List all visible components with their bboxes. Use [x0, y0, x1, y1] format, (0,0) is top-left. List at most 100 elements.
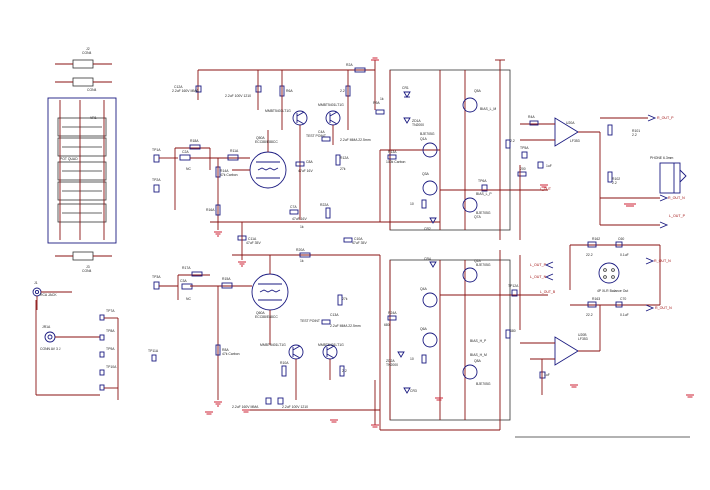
q1a-name: BJE705G — [420, 132, 435, 136]
r17a-ref: R17A — [182, 266, 191, 270]
r102-ref: R102 — [612, 177, 620, 181]
j1-name: RCA JACK — [40, 293, 57, 297]
test-point-top: TEST POINT — [306, 134, 326, 138]
c10a-ref: C10A — [354, 237, 363, 241]
mmbt-transistors: MMBT5401LT1G MMBT5401LT1G MMBT5401LT1G M… — [260, 103, 344, 400]
j3-name: CON4 — [82, 269, 92, 273]
cr2-ref: CR2 — [424, 227, 431, 231]
r25a-val: 10 — [410, 357, 414, 361]
pot-name: POT QUAD — [60, 157, 78, 161]
r6a-ref: R6A — [286, 89, 293, 93]
c12a-ref: C12A — [174, 85, 183, 89]
zd2a-val: TN2000 — [386, 363, 398, 367]
tp11-label: TP11A — [148, 349, 159, 353]
r14a-val: 27k — [342, 297, 348, 301]
pot-ref: VR1 — [90, 116, 97, 120]
c60-ref: C60 — [618, 237, 624, 241]
tube-q50a: Q50A ECC88/E88CC — [232, 130, 287, 189]
r-out-n-label: R_OUT_N — [668, 196, 685, 200]
tp3-label: TP3A — [152, 275, 161, 279]
r101-ref: R101 — [632, 129, 640, 133]
q60a-ref: Q60A — [256, 311, 265, 315]
input-stage-top: TP1A TP2A R18A C2A NC R11A R14A 47k Carb… — [152, 139, 261, 267]
opamp-u20a: U20A LF353 R4A 1uF — [519, 115, 601, 240]
r26a-val: 10 — [410, 202, 414, 206]
r18a-ref: R18A — [190, 139, 199, 143]
c70-val: 0.1uF — [620, 313, 629, 317]
c9a-val: 2.2uF 160V MMA — [232, 405, 259, 409]
tp8-label: TP8A — [106, 329, 115, 333]
tp6-label: TP6A — [478, 179, 487, 183]
bias-lp-label: BIAS_L_P — [476, 192, 492, 196]
c70-ref: C70 — [620, 297, 626, 301]
tube-q60a: Q60A ECC88/E88CC — [251, 255, 289, 345]
bias-lm-label: BIAS_L_M — [480, 107, 496, 111]
c2a-ref: C2A — [182, 150, 189, 154]
xlr-connector: R162 C60 0.1uF 22.2 4P XLR Balance Out R… — [530, 237, 672, 317]
phone-jack-label: PHONE 6.3mm — [650, 156, 674, 160]
nc-bottom: NC — [186, 297, 191, 301]
jr1-name: CONN AV 3 J — [40, 347, 61, 351]
zd1a-val: TN2000 — [412, 123, 424, 127]
j1-ref: J1 — [34, 281, 38, 285]
q5a-ref: Q5A — [474, 89, 482, 93]
c12a-val: 2.2uF 160V MMA — [172, 89, 199, 93]
r19a-val: 2.2 — [342, 369, 347, 373]
q2a-name: BJE705G — [476, 263, 491, 267]
r2a-ref: R2A — [346, 63, 353, 67]
mmbt-2: MMBT5401LT1G — [318, 103, 344, 107]
c13a-ref: C13A — [330, 313, 339, 317]
av-jack-jr1: JR1A CONN AV 3 J — [35, 300, 100, 396]
r5a-val: 2.2 — [340, 89, 345, 93]
t1-label: 1k — [300, 225, 304, 229]
pot-quad: VR1 POT QUAD — [47, 97, 117, 244]
c3a-val: 1uF — [544, 373, 550, 377]
ground-symbols — [435, 184, 694, 401]
l-out-p2-label: L_OUT_P — [530, 263, 547, 267]
mmbt-1: MMBT5401LT1G — [265, 109, 291, 113]
j3-ref: J3 — [86, 265, 90, 269]
mmbt-3: MMBT5401LT1G — [260, 343, 286, 347]
q7a-ref: Q7A — [474, 215, 482, 219]
l-out-p-label: L_OUT_P — [669, 214, 686, 218]
c4a-ref: C4A — [318, 130, 325, 134]
test-point-bottom: TEST POINT — [300, 319, 320, 323]
r1a-val: 1k — [380, 97, 384, 101]
l-out-b-label: L_OUT_B — [540, 290, 556, 294]
c10a-val: 47uF 35V — [352, 241, 367, 245]
outputs-right: R_OUT_P R_OUT_N L_OUT_P R101 2.2 PHONE 6… — [600, 114, 687, 229]
r23a-val: 680 — [510, 329, 516, 333]
cr3-ref: CR3 — [410, 389, 417, 393]
c2a-val: 1uF — [546, 164, 552, 168]
q2a-ref: Q2A — [474, 259, 482, 263]
r10a-ref: R10A — [280, 361, 289, 365]
u20a-ref: U20A — [566, 121, 575, 125]
r8a-val: 47k Carbon — [222, 352, 240, 356]
connector-j3: J3 CON4 — [55, 251, 112, 273]
q60a-name: ECC88/E88CC — [255, 315, 278, 319]
output-stage-top: BJE705G Q1A Q3A Q5A Q7A BJE705G CR1 CR2 … — [373, 59, 551, 240]
c7a-ref: C7A — [290, 205, 297, 209]
q1a-ref: Q1A — [420, 137, 428, 141]
r-out-n3-label: R_OUT_N — [655, 306, 672, 310]
r16a-ref: R16A — [206, 208, 215, 212]
output-stage-bottom: Q2A BJE705G Q4A Q6A Q8A BJE705G ZD2A TN2… — [379, 250, 556, 431]
input-stage-bottom: TP3A R17A C3A NC R15A R8A 47k Carbon — [152, 266, 252, 407]
c7a-val: 47uF 16V — [292, 217, 307, 221]
c60-val: 0.1uF — [620, 253, 629, 257]
c11a-ref: C11A — [248, 237, 257, 241]
c8a-val: 47uF 16V — [298, 169, 313, 173]
r14a-ref: R14A — [220, 169, 229, 173]
j2b-name: CON4 — [87, 88, 97, 92]
r27a-val: 200 — [520, 167, 526, 171]
r12a-ref: R12A — [340, 156, 349, 160]
r162-val: 22.2 — [586, 253, 593, 257]
r4a-ref: R4A — [528, 115, 535, 119]
q8a-ref: Q8A — [474, 359, 482, 363]
c4a-val: 2.2uF MMA 22.5mm — [340, 138, 371, 142]
c3a-ref: C3A — [180, 279, 187, 283]
r101-val: 2.2 — [632, 133, 637, 137]
q50a-name: ECC88/E88CC — [255, 140, 278, 144]
r11a-ref: R11A — [230, 149, 239, 153]
t2-label: 1k — [300, 259, 304, 263]
